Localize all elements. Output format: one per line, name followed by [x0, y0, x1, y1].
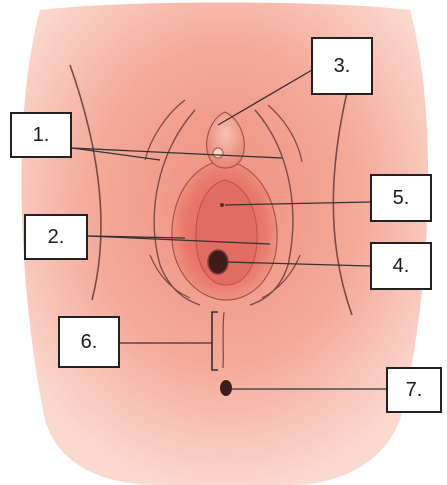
label-3: 3.	[311, 37, 373, 95]
label-5: 5.	[370, 174, 432, 222]
clitoris	[213, 148, 223, 158]
anus	[220, 380, 232, 396]
label-4: 4.	[370, 242, 432, 290]
vaginal-opening	[208, 250, 228, 274]
label-1: 1.	[10, 112, 72, 158]
label-6: 6.	[58, 316, 120, 368]
label-2: 2.	[24, 214, 88, 260]
label-7: 7.	[386, 367, 442, 413]
urethral-opening	[220, 203, 224, 207]
